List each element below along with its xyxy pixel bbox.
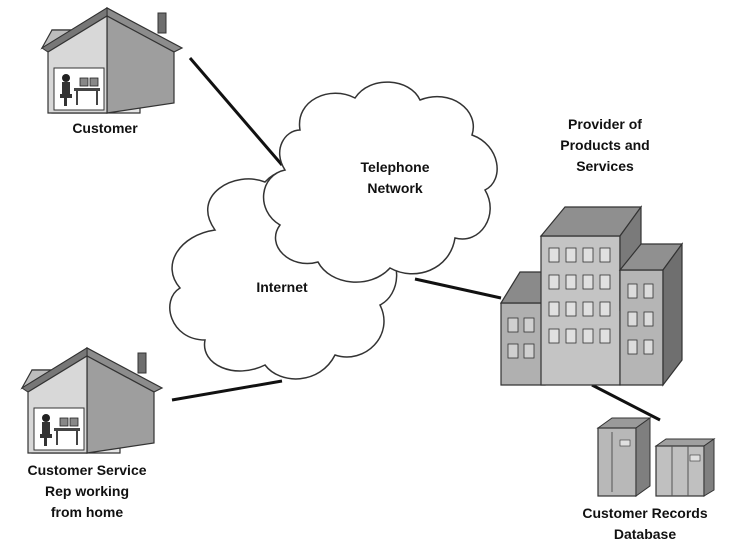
rep-house-icon <box>21 347 163 454</box>
provider-label: Provider of Products and Services <box>545 114 665 177</box>
internet-label-text: Internet <box>256 279 308 295</box>
rep-label: Customer Service Rep working from home <box>2 460 172 523</box>
telephone-network-label-line-1: Telephone <box>360 159 430 175</box>
provider-label-line-2: Products and <box>560 137 650 153</box>
link-provider-database <box>591 383 661 422</box>
rep-label-line-3: from home <box>50 504 124 520</box>
database-label-line-2: Database <box>613 526 677 542</box>
rep-label-line-2: Rep working <box>44 483 129 499</box>
customer-label: Customer <box>60 118 150 139</box>
provider-label-line-3: Services <box>576 158 634 174</box>
database-server-icon <box>596 417 716 497</box>
link-customer-telephone <box>188 57 284 166</box>
rep-label-line-1: Customer Service <box>27 462 147 478</box>
database-label: Customer Records Database <box>565 503 725 545</box>
telephone-network-cloud <box>263 81 498 283</box>
internet-label: Internet <box>232 277 332 298</box>
provider-building-icon <box>499 205 684 387</box>
telephone-network-label-line-2: Network <box>367 180 423 196</box>
database-label-line-1: Customer Records <box>582 505 708 521</box>
telephone-network-label: Telephone Network <box>335 157 455 199</box>
link-rep-internet <box>171 379 283 402</box>
customer-house-icon <box>41 7 183 114</box>
link-telephone-provider <box>414 277 502 300</box>
provider-label-line-1: Provider of <box>568 116 642 132</box>
customer-label-text: Customer <box>72 120 138 136</box>
